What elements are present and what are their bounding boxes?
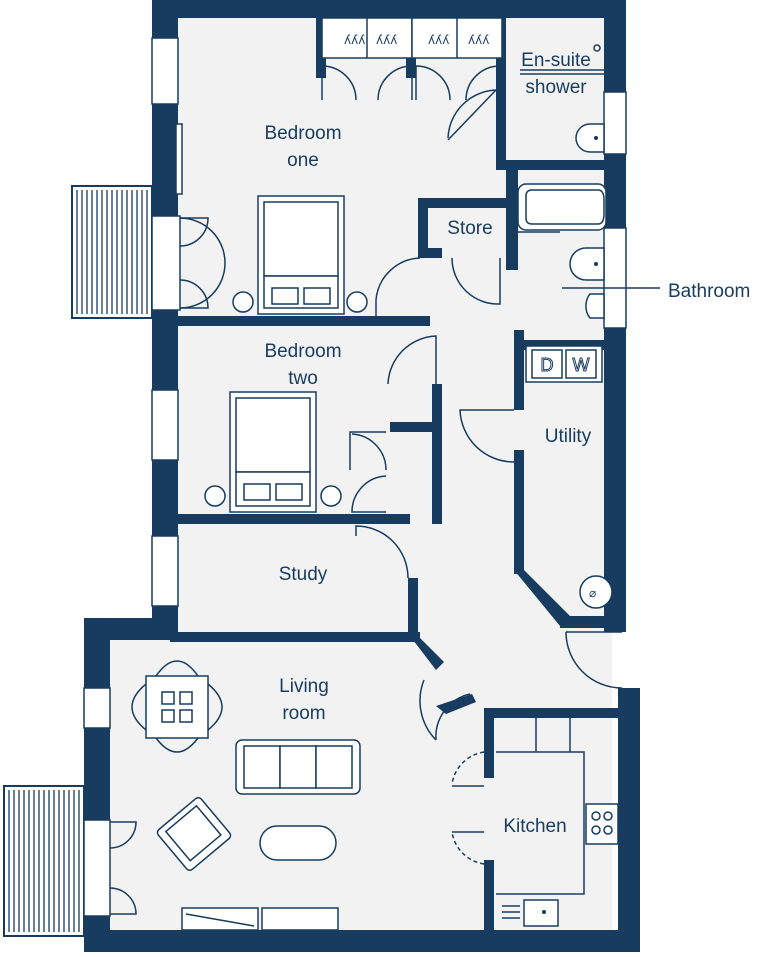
balcony-door-living-room[interactable] xyxy=(83,819,137,917)
dining-table xyxy=(131,660,223,753)
room-label-ensuite: En-suite shower xyxy=(521,50,591,98)
bathroom-fixtures xyxy=(516,183,660,319)
balcony-lower xyxy=(3,785,85,937)
svg-text:one: one xyxy=(287,150,319,171)
dishwasher-label-w: W xyxy=(573,355,590,375)
window-bathroom xyxy=(603,227,627,329)
svg-text:ʎʎʎ: ʎʎʎ xyxy=(376,33,397,47)
svg-text:shower: shower xyxy=(525,77,587,98)
door-bedroom-one[interactable] xyxy=(375,257,421,316)
tv-unit xyxy=(181,907,339,931)
balcony-upper xyxy=(71,185,153,319)
svg-text:En-suite: En-suite xyxy=(521,50,591,71)
window-bedroom-one-lower xyxy=(175,123,183,195)
window-study xyxy=(151,535,179,607)
room-label-kitchen: Kitchen xyxy=(503,816,566,837)
door-kitchen-leaves xyxy=(452,785,484,833)
dishwasher xyxy=(525,345,603,383)
washing-machine: ⌀ xyxy=(579,575,613,609)
svg-text:Bedroom: Bedroom xyxy=(264,123,341,144)
armchair xyxy=(156,796,232,872)
door-study[interactable] xyxy=(355,525,409,579)
door-living-room[interactable] xyxy=(435,693,471,741)
ensuite-fixtures xyxy=(520,44,606,153)
door-bedroom-two[interactable] xyxy=(387,335,437,385)
svg-text:⌀: ⌀ xyxy=(589,586,596,600)
wardrobe-bedroom-two xyxy=(349,431,387,513)
window-bedroom-two xyxy=(151,389,179,461)
room-label-study: Study xyxy=(279,564,328,585)
door-utility[interactable] xyxy=(459,409,515,463)
svg-text:two: two xyxy=(288,368,318,389)
double-bed-bedroom-two xyxy=(204,391,342,513)
svg-text:room: room xyxy=(282,703,325,724)
window-ensuite xyxy=(603,91,627,155)
door-entrance[interactable] xyxy=(565,631,623,689)
window-bedroom-one-upper xyxy=(151,37,179,105)
svg-text:ʎʎʎ: ʎʎʎ xyxy=(344,33,365,47)
wardrobe-bedroom-one: ʎʎʎ ʎʎʎ ʎʎʎ ʎʎʎ xyxy=(321,17,503,101)
room-label-living-room: Living room xyxy=(279,676,329,724)
room-label-store: Store xyxy=(447,218,492,239)
balcony-door-bedroom-one[interactable] xyxy=(151,215,226,311)
dishwasher-label-d: D xyxy=(541,355,554,375)
windows xyxy=(83,37,627,729)
room-label-bathroom: Bathroom xyxy=(668,281,750,302)
inner-walls xyxy=(170,18,626,940)
room-label-bedroom-one: Bedroom one xyxy=(264,123,341,171)
svg-text:ʎʎʎ: ʎʎʎ xyxy=(468,33,489,47)
kitchen-counter xyxy=(496,718,619,927)
door-living-room-swing xyxy=(419,679,437,741)
room-label-utility: Utility xyxy=(545,426,592,447)
coffee-table xyxy=(259,825,337,861)
door-store[interactable] xyxy=(451,257,501,305)
door-ensuite[interactable] xyxy=(447,89,497,141)
svg-text:Bedroom: Bedroom xyxy=(264,341,341,362)
room-label-bedroom-two: Bedroom two xyxy=(264,341,341,389)
window-living xyxy=(83,687,111,729)
sofa xyxy=(235,739,361,795)
double-bed-bedroom-one xyxy=(232,195,368,315)
door-kitchen[interactable] xyxy=(451,751,485,865)
svg-text:Living: Living xyxy=(279,676,329,697)
svg-text:ʎʎʎ: ʎʎʎ xyxy=(428,33,449,47)
